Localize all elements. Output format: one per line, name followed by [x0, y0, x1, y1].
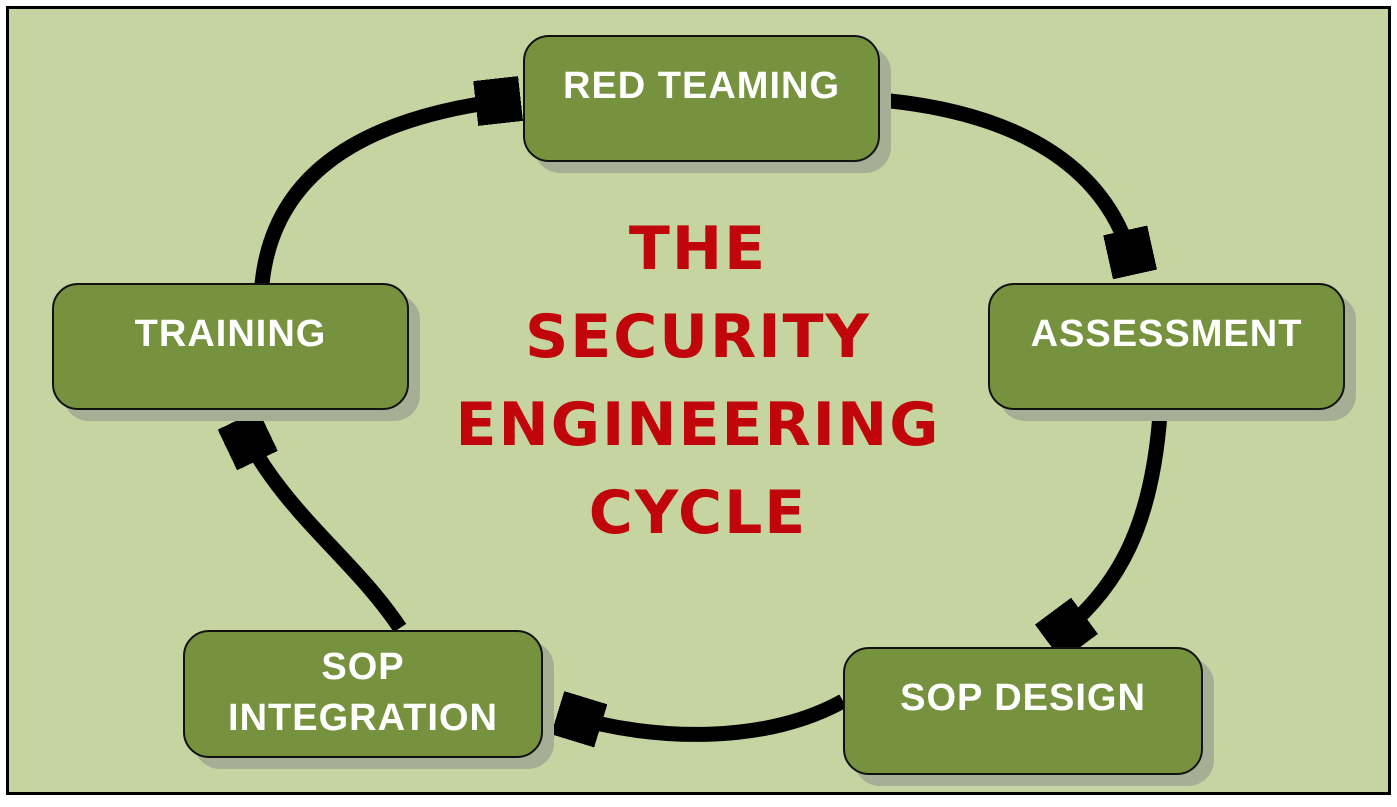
node-red-teaming-label: RED TEAMING — [563, 65, 840, 107]
arrow-assessment-to-sop-design — [1052, 413, 1168, 640]
node-sop-integration: SOP INTEGRATION — [183, 630, 543, 758]
diagram-title: THE SECURITY ENGINEERING CYCLE — [348, 205, 1048, 557]
node-sop-integration-label: SOP INTEGRATION — [228, 646, 498, 739]
node-red-teaming: RED TEAMING — [523, 35, 880, 162]
title-line-4: CYCLE — [588, 478, 808, 548]
title-line-3: ENGINEERING — [455, 390, 941, 460]
title-line-1: THE — [628, 214, 768, 284]
arrow-sop-design-to-sop-integration — [562, 701, 847, 734]
node-training-label: TRAINING — [134, 313, 327, 355]
node-sop-design-label: SOP DESIGN — [900, 677, 1146, 719]
node-training: TRAINING — [52, 283, 409, 410]
diagram-canvas: THE SECURITY ENGINEERING CYCLE RED TEAMI… — [6, 6, 1391, 795]
node-assessment-label: ASSESSMENT — [1030, 313, 1303, 355]
node-assessment: ASSESSMENT — [988, 283, 1345, 410]
title-line-2: SECURITY — [525, 302, 871, 372]
node-sop-design: SOP DESIGN — [843, 647, 1203, 775]
